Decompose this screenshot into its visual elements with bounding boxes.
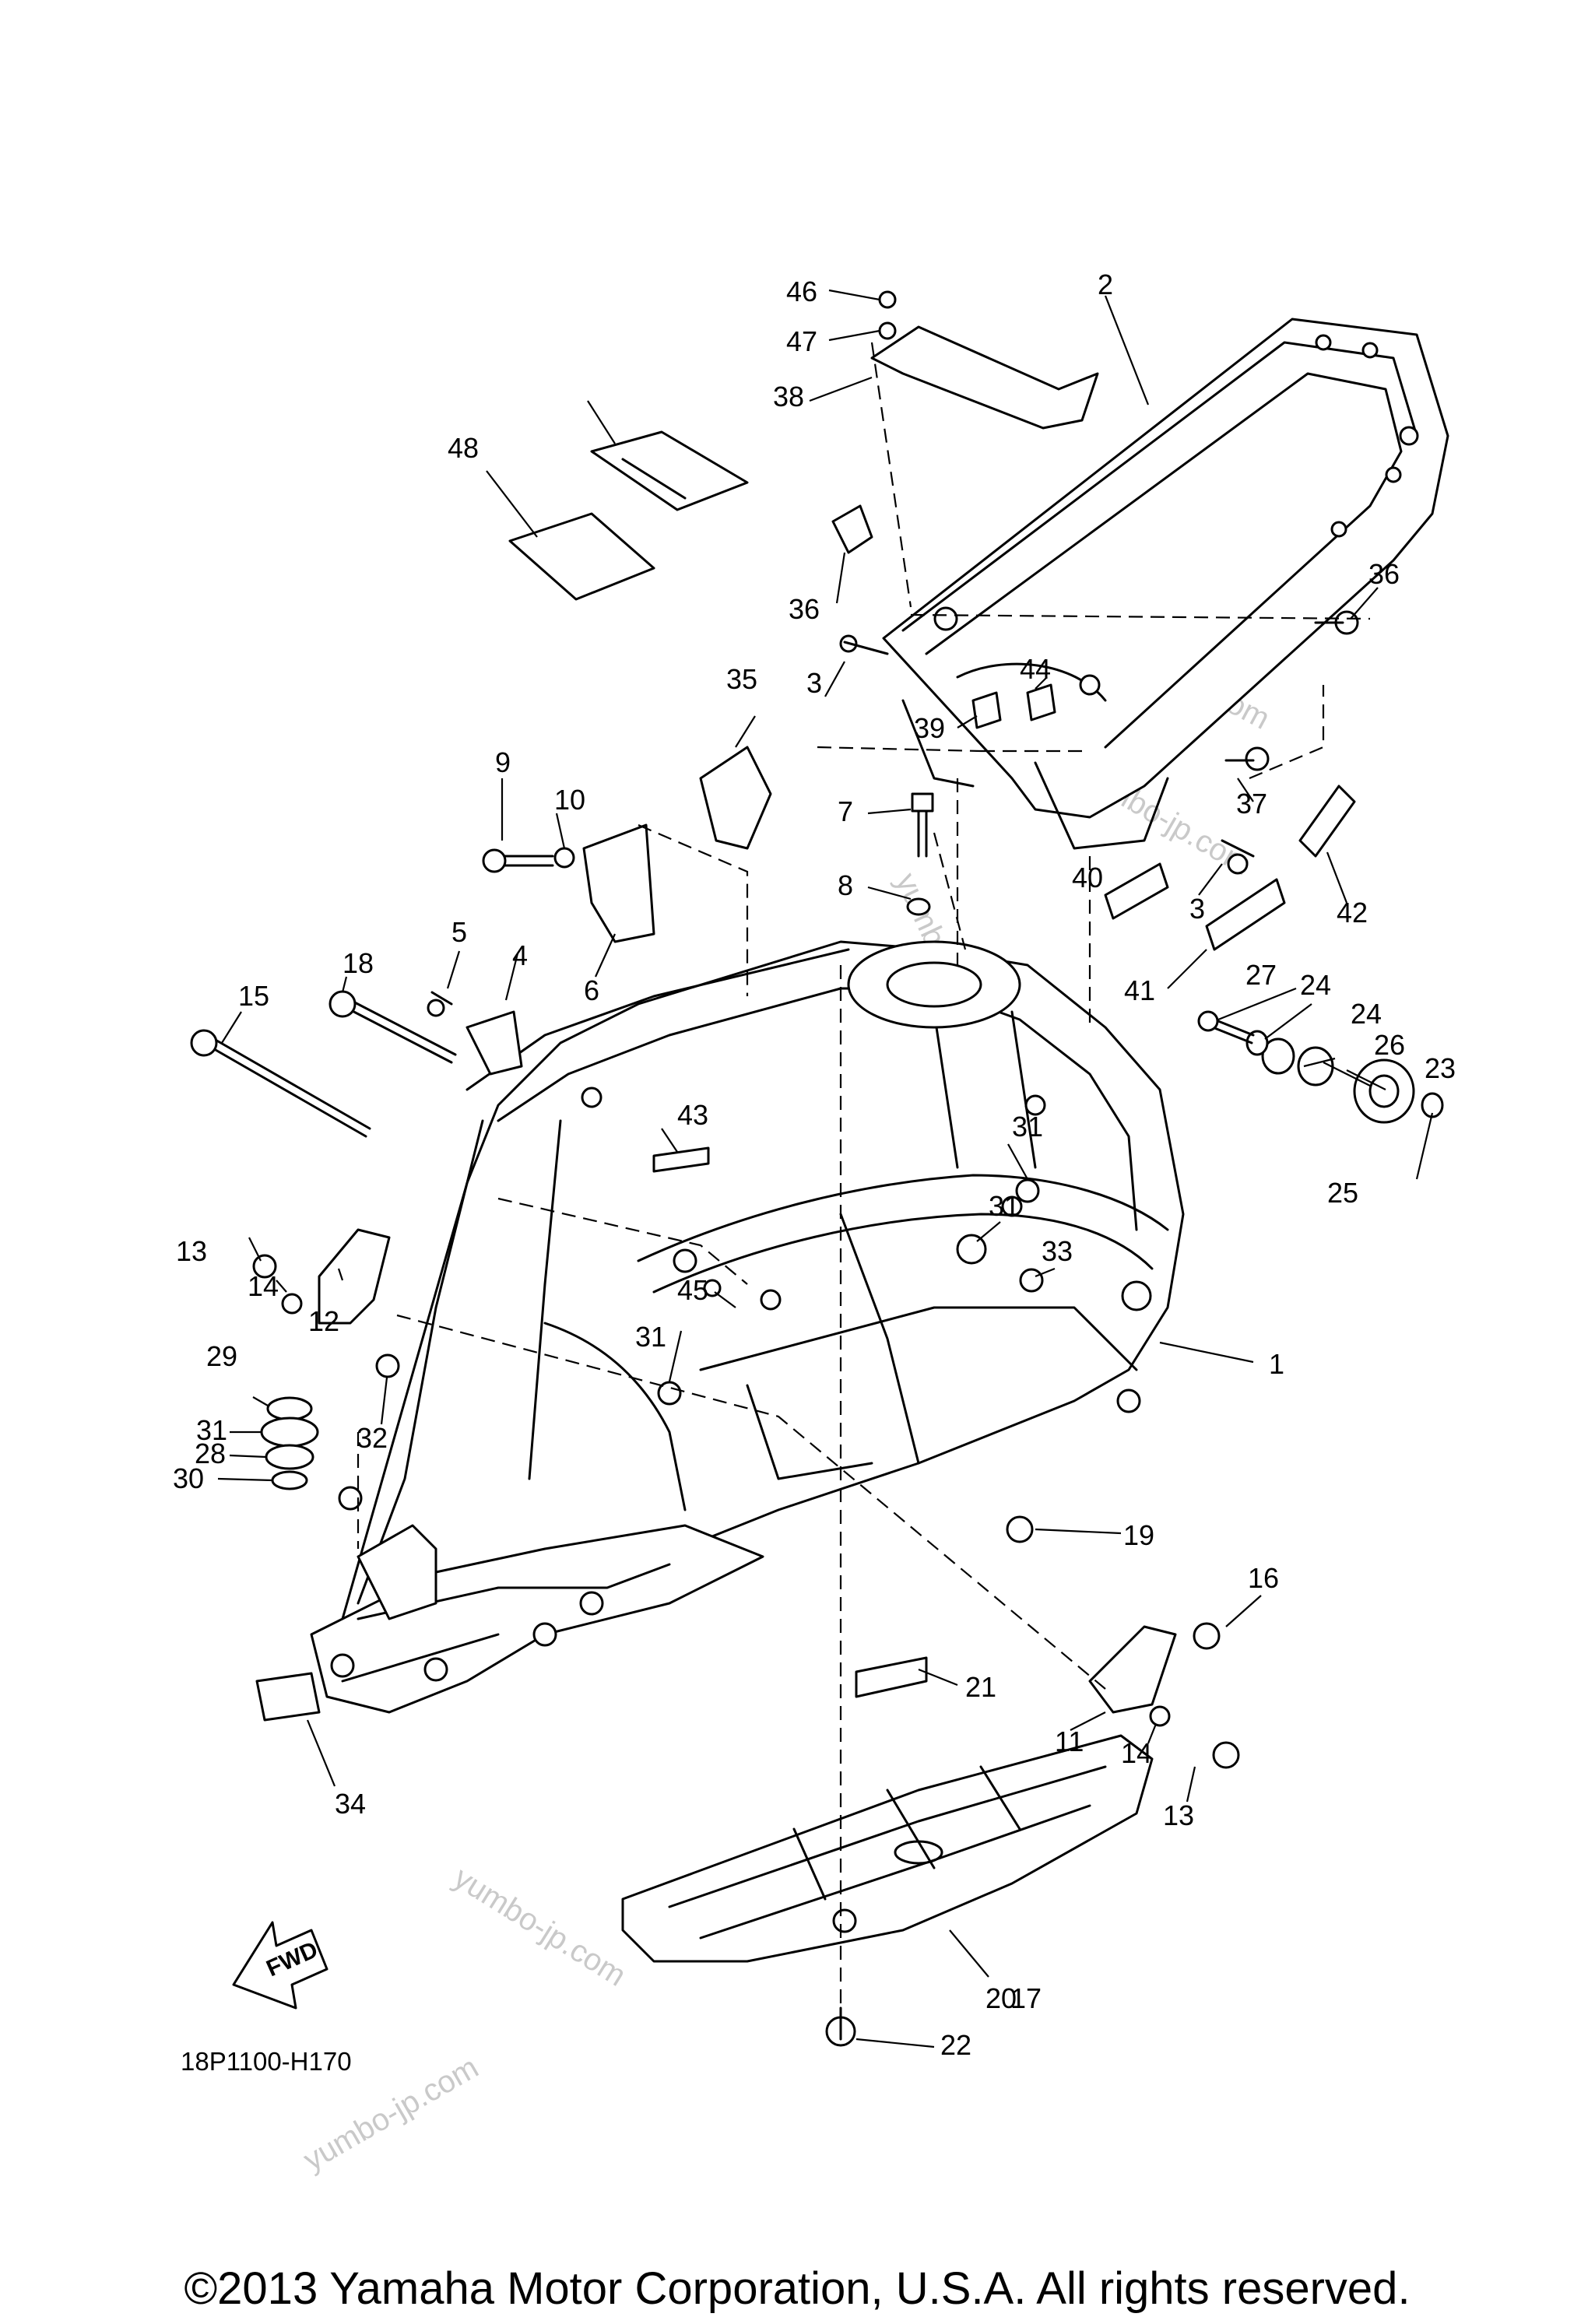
callout: 42 [1337, 897, 1368, 929]
callout: 39 [914, 712, 945, 744]
callout: 3 [1189, 893, 1205, 925]
callout: 47 [786, 325, 817, 357]
callout: 37 [1236, 788, 1267, 820]
callout: 19 [1123, 1519, 1154, 1551]
callout: 18 [343, 947, 374, 979]
fwd-arrow: FWD [232, 1921, 328, 2010]
front-lower-frame [310, 1486, 764, 1714]
callout: 48 [448, 432, 479, 464]
callout: 14 [248, 1270, 279, 1302]
callout: 6 [584, 974, 599, 1006]
tool-kit-47 [508, 512, 655, 601]
skid-plate [621, 1734, 1154, 1963]
callout: 38 [773, 381, 804, 412]
callout: 44 [1020, 653, 1051, 685]
callout: 2 [1098, 269, 1113, 300]
callout: 1 [1269, 1348, 1284, 1380]
diagram-code: 18P1100-H170 [181, 2047, 352, 2076]
callout: 36 [1368, 558, 1400, 590]
watermark-5: yumbo-jp.com [448, 1860, 631, 1992]
callout: 25 [1327, 1177, 1358, 1209]
callout: 46 [786, 276, 817, 307]
callout: 43 [677, 1099, 708, 1131]
guard-34 [699, 746, 772, 850]
callout: 14 [1121, 1737, 1152, 1769]
pad-39 [1104, 862, 1169, 920]
hardware [252, 290, 1444, 2047]
callout: 9 [495, 746, 511, 778]
leader-lines [217, 289, 1434, 2048]
pad-20 [855, 1656, 928, 1698]
tool-kit-48 [590, 430, 749, 511]
bolts [190, 621, 1344, 2041]
callouts: 1 2 3 3 4 5 6 7 8 9 10 11 12 13 13 14 14… [173, 269, 1456, 2061]
cover-33 [255, 1672, 321, 1722]
callout: 13 [176, 1235, 207, 1267]
callout: 29 [206, 1340, 237, 1372]
copyright-text: ©2013 Yamaha Motor Corporation, U.S.A. A… [184, 2263, 1410, 2314]
callout: 27 [1245, 959, 1277, 991]
main-frame [341, 940, 1185, 1636]
callout: 3 [806, 667, 822, 699]
callout: 45 [677, 1274, 708, 1306]
callout: 16 [1248, 1562, 1279, 1594]
callout: 7 [838, 795, 853, 827]
callout: 31 [635, 1321, 666, 1353]
callout: 13 [1163, 1799, 1194, 1831]
callout: 40 [1072, 862, 1103, 893]
callout: 31 [1012, 1111, 1043, 1143]
reference-lines [357, 342, 1371, 2008]
callout: 30 [173, 1462, 204, 1494]
bracket-12 [318, 1228, 391, 1325]
callout: 15 [238, 980, 269, 1012]
pad-40 [1205, 878, 1286, 951]
callout: 21 [965, 1671, 996, 1703]
pad-38 [971, 691, 1002, 729]
callout: 33 [1042, 1235, 1073, 1267]
callout: 4 [512, 939, 528, 971]
callout: 24 [1300, 969, 1331, 1001]
bracket-11 [1088, 1625, 1177, 1714]
callout: 36 [789, 593, 820, 625]
callout: 31 [989, 1190, 1020, 1222]
callout: 23 [1425, 1052, 1456, 1084]
pad-41 [1298, 785, 1356, 858]
callout: 31 [196, 1414, 227, 1446]
callout: 24 [1351, 998, 1382, 1030]
callout: 5 [451, 916, 467, 948]
pad-43 [1026, 683, 1056, 721]
callout: 26 [1374, 1029, 1405, 1061]
callout: 8 [838, 869, 853, 901]
rear-frame [882, 318, 1449, 850]
bracket-37 [870, 325, 1099, 430]
callout: 22 [940, 2029, 971, 2061]
pad-42 [652, 1146, 710, 1173]
callout: 34 [335, 1788, 366, 1820]
stay-35 [831, 504, 873, 554]
callout: 11 [1055, 1725, 1084, 1757]
callout: 28 [195, 1438, 226, 1469]
callout: 35 [726, 663, 757, 695]
callout: 32 [357, 1422, 388, 1454]
callout: 12 [308, 1305, 339, 1337]
callout: 10 [554, 784, 585, 816]
bracket-4 [466, 1010, 523, 1076]
callout: 41 [1124, 974, 1155, 1006]
callout: 17 [1010, 1982, 1042, 2014]
engine-mount-6 [582, 823, 655, 943]
callout: 20 [985, 1982, 1017, 2014]
